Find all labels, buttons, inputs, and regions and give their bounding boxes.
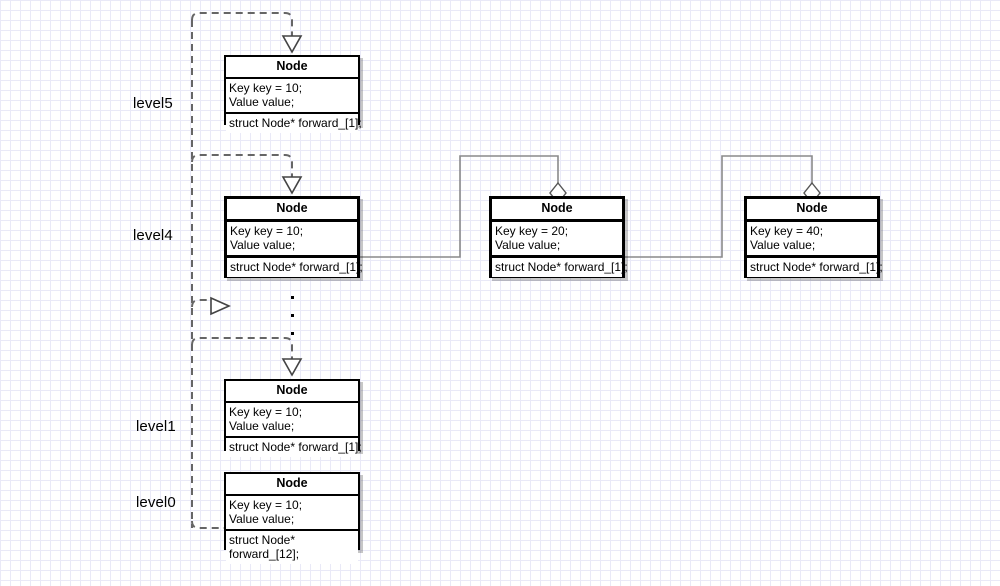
- node-title: Node: [226, 381, 358, 403]
- node-attribute-key: Key key = 40;: [750, 224, 824, 238]
- node-operations: struct Node* forward_[1];: [227, 258, 363, 277]
- node-operation-forward: struct Node* forward_[1];: [230, 260, 363, 274]
- node-operation-forward: struct Node* forward_[1];: [495, 260, 628, 274]
- node-attributes: Key key = 10; Value value;: [226, 403, 358, 438]
- dashed-branch-level4: [191, 154, 293, 177]
- level-label-level0: level0: [136, 494, 176, 511]
- node-attribute-value: Value value;: [750, 238, 816, 252]
- dashed-branch-level0: [191, 520, 224, 529]
- node-level4-key40[interactable]: Node Key key = 40; Value value; struct N…: [744, 196, 883, 278]
- node-title: Node: [227, 199, 357, 222]
- inheritance-arrowhead-skipped: [210, 296, 231, 316]
- node-attributes: Key key = 10; Value value;: [226, 79, 358, 114]
- dashed-branch-skipped: [191, 299, 210, 308]
- node-level4-key20[interactable]: Node Key key = 20; Value value; struct N…: [489, 196, 628, 278]
- node-attribute-key: Key key = 20;: [495, 224, 569, 238]
- node-attribute-value: Value value;: [229, 95, 295, 109]
- node-level0-key10[interactable]: Node Key key = 10; Value value; struct N…: [224, 472, 360, 564]
- ellipsis-dot: [291, 296, 294, 299]
- node-attributes: Key key = 10; Value value;: [226, 496, 358, 531]
- node-level1-key10[interactable]: Node Key key = 10; Value value; struct N…: [224, 379, 362, 457]
- node-attribute-key: Key key = 10;: [229, 498, 303, 512]
- node-attributes: Key key = 20; Value value;: [492, 222, 622, 258]
- level-label-level4: level4: [133, 227, 173, 244]
- node-title: Node: [492, 199, 622, 222]
- node-level4-key10[interactable]: Node Key key = 10; Value value; struct N…: [224, 196, 363, 278]
- node-operation-forward: struct Node* forward_[1];: [750, 260, 883, 274]
- node-attribute-value: Value value;: [229, 419, 295, 433]
- node-attribute-value: Value value;: [229, 512, 295, 526]
- node-title: Node: [747, 199, 877, 222]
- level-label-level5: level5: [133, 95, 173, 112]
- node-operations: struct Node* forward_[1];: [492, 258, 628, 277]
- node-operation-forward: struct Node* forward_[1];: [229, 440, 362, 454]
- ellipsis-dot: [291, 314, 294, 317]
- dashed-branch-level1: [191, 337, 293, 359]
- node-title: Node: [226, 474, 358, 496]
- inheritance-arrowhead-level4: [281, 176, 303, 195]
- node-attribute-value: Value value;: [230, 238, 296, 252]
- node-attribute-key: Key key = 10;: [229, 405, 303, 419]
- node-attributes: Key key = 10; Value value;: [227, 222, 357, 258]
- level-label-level1: level1: [136, 418, 176, 435]
- node-attributes: Key key = 40; Value value;: [747, 222, 877, 258]
- node-operation-forward: struct Node* forward_[1];: [229, 116, 362, 130]
- node-operations: struct Node* forward_[1];: [226, 114, 362, 133]
- ellipsis-dot: [291, 332, 294, 335]
- node-level5-key10[interactable]: Node Key key = 10; Value value; struct N…: [224, 55, 362, 133]
- inheritance-arrowhead-level1: [281, 358, 303, 377]
- node-operation-forward-array: forward_[12];: [229, 547, 300, 561]
- inheritance-arrowhead-level5: [281, 35, 303, 54]
- dashed-branch-level5: [191, 12, 293, 36]
- node-operations: struct Node* forward_[1];: [747, 258, 883, 277]
- node-attribute-key: Key key = 10;: [229, 81, 303, 95]
- node-operations: struct Node* forward_[12];: [226, 531, 358, 564]
- node-attribute-value: Value value;: [495, 238, 561, 252]
- node-title: Node: [226, 57, 358, 79]
- node-attribute-key: Key key = 10;: [230, 224, 304, 238]
- node-operation-forward-type: struct Node*: [229, 533, 296, 547]
- node-operations: struct Node* forward_[1];: [226, 438, 362, 457]
